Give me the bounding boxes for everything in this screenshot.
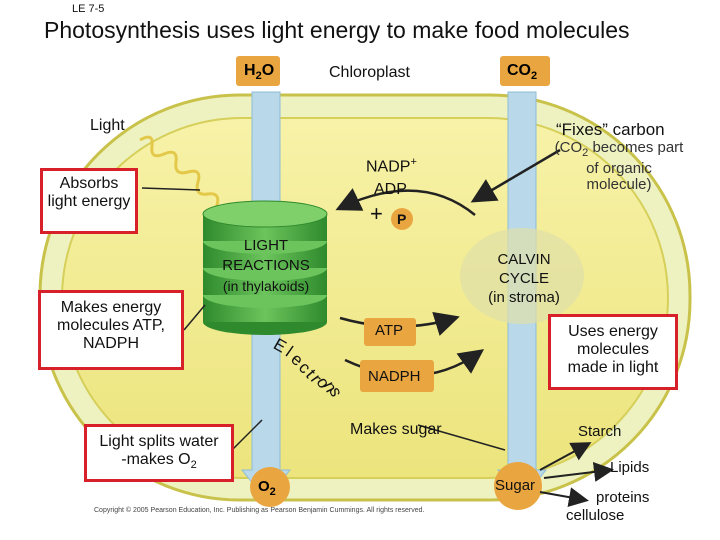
uses-energy-callout: Uses energy molecules made in light bbox=[548, 314, 678, 390]
nadp-label: NADP+ bbox=[366, 156, 417, 176]
chloroplast-label: Chloroplast bbox=[329, 64, 410, 81]
starch-label: Starch bbox=[578, 423, 622, 440]
phosphate-circle bbox=[391, 208, 413, 230]
cycle-arrow-top bbox=[335, 188, 476, 216]
light-label: Light bbox=[90, 117, 125, 134]
page-title: Photosynthesis uses light energy to make… bbox=[44, 17, 630, 43]
atp-label: ATP bbox=[375, 322, 404, 339]
co2-note: (CO2 becomes part of organic molecule) bbox=[554, 139, 684, 193]
nadph-label: NADPH bbox=[368, 368, 421, 385]
lipids-label: Lipids bbox=[610, 459, 650, 476]
calvin-cycle-label: CALVIN CYCLE (in stroma) bbox=[488, 251, 560, 306]
h2o-box bbox=[236, 56, 280, 86]
proteins-label: proteins bbox=[596, 489, 650, 506]
copyright-notice: Copyright © 2005 Pearson Education, Inc.… bbox=[94, 507, 425, 514]
absorbs-connector bbox=[141, 187, 201, 191]
makes-sugar-connector bbox=[417, 424, 506, 451]
adp-label: ADP bbox=[374, 181, 407, 198]
co2-box bbox=[500, 56, 550, 86]
cellulose-label: cellulose bbox=[566, 507, 625, 524]
h2o-label: H2O bbox=[244, 62, 275, 83]
sugar-circle bbox=[494, 462, 542, 510]
nadph-box bbox=[360, 360, 434, 392]
absorbs-light-callout: Absorbs light energy bbox=[40, 168, 138, 234]
slide-label: LE 7-5 bbox=[72, 3, 105, 15]
sugar-label: Sugar bbox=[495, 477, 536, 494]
makes-sugar-label: Makes sugar bbox=[350, 421, 442, 438]
o2-label: O2 bbox=[258, 478, 276, 498]
sugar-to-proteins-arrow bbox=[539, 487, 589, 508]
co2-label: CO2 bbox=[507, 62, 538, 83]
sugar-to-lipids-arrow bbox=[543, 461, 614, 482]
phosphate-label: P bbox=[397, 211, 407, 227]
splits-water-callout: Light splits water -makes O2 bbox=[84, 424, 234, 482]
calvin-cycle-region bbox=[460, 228, 584, 324]
o2-circle bbox=[250, 467, 290, 507]
thylakoid-stack bbox=[202, 200, 328, 335]
sugar-to-starch-arrow bbox=[539, 442, 592, 471]
co2-fix-arrow bbox=[470, 148, 561, 203]
makes-energy-callout: Makes energy molecules ATP, NADPH bbox=[38, 290, 184, 370]
plus-sign: + bbox=[370, 201, 383, 226]
splits-water-connector bbox=[231, 419, 263, 451]
atp-box bbox=[364, 318, 416, 346]
makes-energy-connector bbox=[183, 304, 206, 331]
fixes-carbon-label: “Fixes” carbon bbox=[556, 120, 665, 139]
light-reactions-label: LIGHT REACTIONS (in thylakoids) bbox=[222, 237, 310, 294]
